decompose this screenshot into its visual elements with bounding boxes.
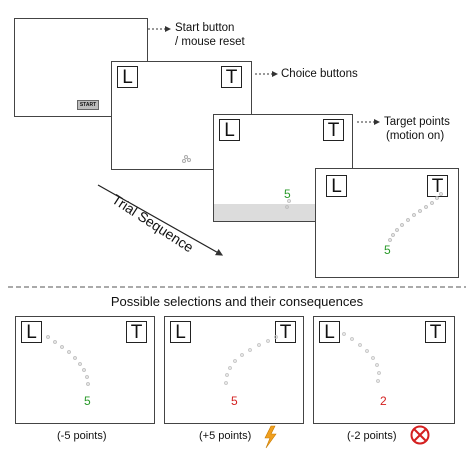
target-path-frame3 bbox=[285, 199, 291, 209]
target-path-outcome1 bbox=[46, 335, 90, 386]
outcome-caption-3: (-2 points) bbox=[347, 430, 397, 442]
outcome-number: 2 bbox=[380, 394, 387, 408]
target-annotation-line1: Target points bbox=[384, 116, 450, 128]
target-annotation: Target points (motion on) bbox=[384, 115, 450, 143]
right-choice-key[interactable]: T bbox=[427, 175, 448, 197]
right-choice-key[interactable]: T bbox=[126, 321, 147, 343]
target-path-frame4 bbox=[388, 192, 443, 242]
outcome-frame-1: L T 5 bbox=[15, 316, 155, 424]
left-choice-key[interactable]: L bbox=[219, 119, 240, 141]
right-choice-key[interactable]: T bbox=[425, 321, 446, 343]
section-title: Possible selections and their consequenc… bbox=[110, 294, 364, 309]
target-annotation-line2: (motion on) bbox=[386, 130, 445, 142]
right-choice-key[interactable]: T bbox=[221, 66, 242, 88]
target-path-outcome2 bbox=[224, 335, 278, 385]
left-choice-key[interactable]: L bbox=[326, 175, 347, 197]
right-choice-key[interactable]: T bbox=[275, 321, 296, 343]
trial-sequence-arrow bbox=[97, 184, 224, 256]
start-button[interactable]: START bbox=[77, 100, 99, 110]
target-dots-frame2 bbox=[182, 155, 191, 163]
outcome-frame-2: L T 5 bbox=[164, 316, 304, 424]
left-choice-key[interactable]: L bbox=[170, 321, 191, 343]
right-choice-key[interactable]: T bbox=[323, 119, 344, 141]
left-choice-key[interactable]: L bbox=[117, 66, 138, 88]
start-annotation-line2: / mouse reset bbox=[175, 36, 245, 48]
left-choice-key[interactable]: L bbox=[319, 321, 340, 343]
outcome-number: 5 bbox=[84, 394, 91, 408]
start-annotation-line1: Start button bbox=[175, 22, 235, 34]
outcome-number: 5 bbox=[231, 394, 238, 408]
frame-motion-screen: L T 5 bbox=[315, 168, 459, 278]
lightning-icon bbox=[264, 425, 277, 449]
no-entry-icon bbox=[410, 425, 430, 445]
outcome-frame-3: L T 2 bbox=[313, 316, 455, 424]
left-choice-key[interactable]: L bbox=[21, 321, 42, 343]
outcome-caption-2: (+5 points) bbox=[199, 430, 252, 442]
target-path-outcome3 bbox=[342, 332, 381, 383]
choice-annotation: Choice buttons bbox=[281, 68, 358, 80]
start-annotation: Start button / mouse reset bbox=[175, 21, 245, 49]
trial-number: 5 bbox=[384, 243, 391, 257]
outcome-caption-1: (-5 points) bbox=[57, 430, 107, 442]
trial-number: 5 bbox=[284, 187, 291, 201]
